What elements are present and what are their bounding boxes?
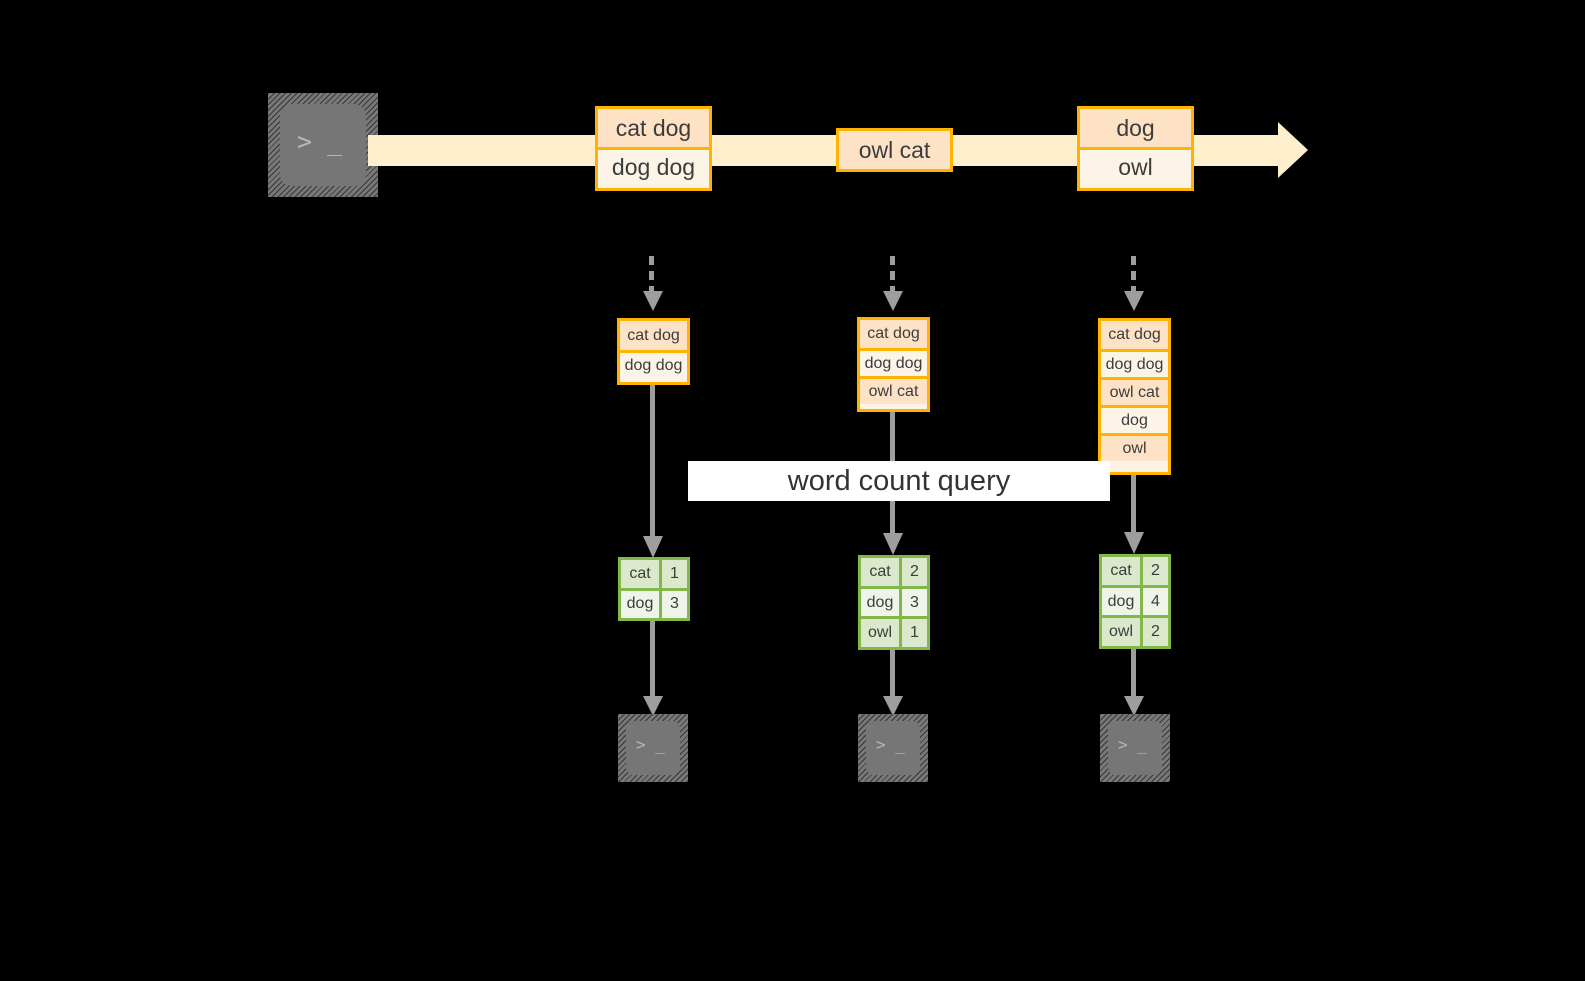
table-row: dog 4 xyxy=(1102,584,1168,616)
column-3-result-word-2: dog xyxy=(1102,587,1143,616)
column-1-input-line-2: dog dog xyxy=(620,350,687,379)
word-count-query-label: word count query xyxy=(787,464,1011,497)
table-row: cat 1 xyxy=(621,560,687,588)
column-2-input-arrowhead xyxy=(883,291,903,311)
column-2-result-count-1: 2 xyxy=(902,558,927,586)
stream-record-1-line-2: dog dog xyxy=(598,147,709,185)
column-3-result-word-3: owl xyxy=(1102,618,1143,647)
column-1-result-word-2: dog xyxy=(621,590,662,618)
column-3-input-box: cat dog dog dog owl cat dog owl xyxy=(1098,318,1171,475)
column-1-input-line-1: cat dog xyxy=(620,321,687,350)
table-row: cat 2 xyxy=(861,558,927,586)
stream-record-2-line-1: owl cat xyxy=(839,131,950,169)
column-2-result-word-1: cat xyxy=(861,558,902,586)
word-count-query-banner: word count query xyxy=(688,461,1110,501)
terminal-body xyxy=(280,104,366,186)
table-row: dog 3 xyxy=(621,587,687,618)
column-3-dashed-connector xyxy=(1131,256,1136,292)
column-1-query-arrowhead xyxy=(643,536,663,558)
terminal-body xyxy=(626,721,680,775)
stream-record-3-line-1: dog xyxy=(1080,109,1191,147)
column-3-sink-terminal-icon: > _ xyxy=(1100,714,1170,782)
column-3-sink-connector xyxy=(1131,649,1136,697)
column-1-result-count-2: 3 xyxy=(662,590,687,618)
column-1-result-word-1: cat xyxy=(621,560,662,588)
terminal-prompt-glyph: > _ xyxy=(1118,735,1147,754)
terminal-body xyxy=(866,721,920,775)
table-row: cat 2 xyxy=(1102,557,1168,585)
column-2-input-line-2: dog dog xyxy=(860,348,927,376)
column-2-input-box: cat dog dog dog owl cat xyxy=(857,317,930,412)
column-3-sink-arrowhead xyxy=(1124,696,1144,716)
column-3-input-line-5: owl xyxy=(1101,433,1168,461)
column-2-result-word-3: owl xyxy=(861,619,902,648)
column-2-input-line-1: cat dog xyxy=(860,320,927,348)
column-2-input-line-3: owl cat xyxy=(860,376,927,404)
column-2-sink-terminal-icon: > _ xyxy=(858,714,928,782)
column-3-result-count-1: 2 xyxy=(1143,557,1168,585)
column-1-input-box: cat dog dog dog xyxy=(617,318,690,385)
column-2-sink-arrowhead xyxy=(883,696,903,716)
column-3-input-line-2: dog dog xyxy=(1101,349,1168,377)
terminal-prompt-glyph: > _ xyxy=(876,735,905,754)
column-3-result-count-3: 2 xyxy=(1143,618,1168,647)
column-1-sink-connector xyxy=(650,621,655,697)
column-3-input-line-3: owl cat xyxy=(1101,377,1168,405)
column-1-query-connector xyxy=(650,385,655,537)
terminal-prompt-glyph: > _ xyxy=(297,127,343,156)
column-3-input-line-1: cat dog xyxy=(1101,321,1168,349)
column-1-input-arrowhead xyxy=(643,291,663,311)
stream-record-3-line-2: owl xyxy=(1080,147,1191,185)
column-1-result-table: cat 1 dog 3 xyxy=(618,557,690,621)
column-1-result-count-1: 1 xyxy=(662,560,687,588)
column-3-input-line-4: dog xyxy=(1101,405,1168,433)
table-row: owl 1 xyxy=(861,616,927,648)
column-3-input-arrowhead xyxy=(1124,291,1144,311)
stream-record-1: cat dog dog dog xyxy=(595,106,712,191)
table-row: dog 3 xyxy=(861,585,927,617)
event-stream-arrowhead xyxy=(1278,122,1308,178)
column-3-query-connector xyxy=(1131,475,1136,533)
stream-record-3: dog owl xyxy=(1077,106,1194,191)
column-2-result-count-2: 3 xyxy=(902,588,927,617)
column-3-result-count-2: 4 xyxy=(1143,587,1168,616)
table-row: owl 2 xyxy=(1102,615,1168,647)
column-2-sink-connector xyxy=(890,650,895,697)
terminal-body xyxy=(1108,721,1162,775)
column-1-sink-arrowhead xyxy=(643,696,663,716)
column-1-dashed-connector xyxy=(649,256,654,292)
column-2-result-table: cat 2 dog 3 owl 1 xyxy=(858,555,930,650)
source-terminal-icon: > _ xyxy=(268,93,378,197)
column-3-result-table: cat 2 dog 4 owl 2 xyxy=(1099,554,1171,649)
column-2-result-word-2: dog xyxy=(861,588,902,617)
column-3-result-word-1: cat xyxy=(1102,557,1143,585)
column-2-query-arrowhead xyxy=(883,533,903,555)
column-3-query-arrowhead xyxy=(1124,532,1144,554)
stream-record-2: owl cat xyxy=(836,128,953,172)
stream-record-1-line-1: cat dog xyxy=(598,109,709,147)
column-1-sink-terminal-icon: > _ xyxy=(618,714,688,782)
column-2-dashed-connector xyxy=(890,256,895,292)
terminal-prompt-glyph: > _ xyxy=(636,735,665,754)
column-2-result-count-3: 1 xyxy=(902,619,927,648)
